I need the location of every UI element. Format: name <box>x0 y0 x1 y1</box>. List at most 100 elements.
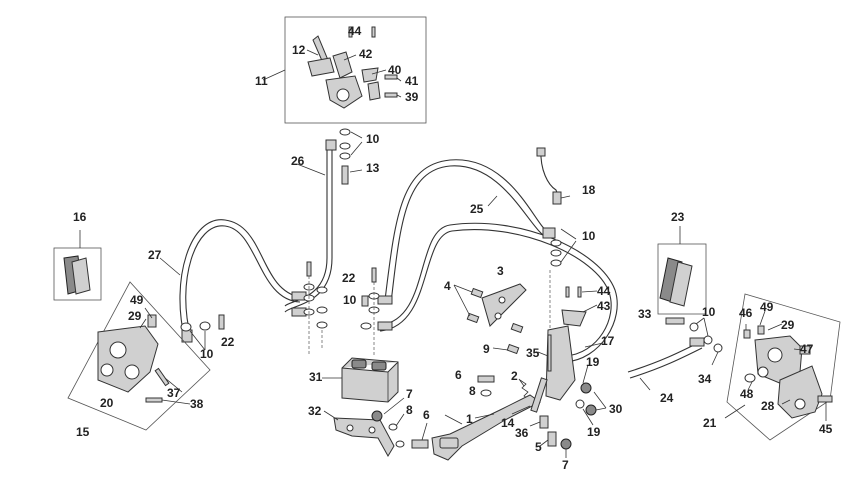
callout-44b: 44 <box>597 284 611 298</box>
bolt-4a <box>470 287 484 299</box>
lever-pivot-block <box>307 57 335 77</box>
leader-11 <box>262 69 286 81</box>
pads-frame-16 <box>53 247 102 301</box>
callout-36: 36 <box>515 426 529 440</box>
callout-10c: 10 <box>343 293 357 307</box>
callout-6b: 6 <box>455 368 462 382</box>
bolt-22a <box>218 314 225 330</box>
callout-15: 15 <box>76 425 90 439</box>
hose-26 <box>284 150 328 307</box>
front-master-cylinder-assembly <box>262 16 427 124</box>
callout-14: 14 <box>501 416 515 430</box>
callout-23: 23 <box>671 210 685 224</box>
rear-caliper-frame <box>726 293 841 441</box>
rear-washers <box>550 195 577 267</box>
callout-45: 45 <box>819 422 833 436</box>
nut-7a <box>371 410 383 422</box>
screw-44d <box>577 286 582 298</box>
callout-38: 38 <box>190 397 204 411</box>
caliper-bracket-28 <box>777 365 823 419</box>
callout-29b: 29 <box>781 318 795 332</box>
front-brake-pads <box>53 230 102 301</box>
bolt-6b <box>477 375 495 383</box>
callout-10d: 10 <box>200 347 214 361</box>
callout-17: 17 <box>601 334 615 348</box>
callout-25: 25 <box>470 202 484 216</box>
banjo-port <box>336 88 350 102</box>
rod-35 <box>547 334 552 372</box>
pin-36 <box>539 415 549 429</box>
pin-46 <box>743 329 751 339</box>
callout-37: 37 <box>167 386 181 400</box>
callout-48: 48 <box>740 387 754 401</box>
master-cylinder-rear <box>545 325 576 401</box>
callout-26: 26 <box>291 154 305 168</box>
clamp-bracket <box>361 67 379 83</box>
callout-1: 1 <box>466 412 473 426</box>
rear-pads-frame <box>657 243 707 315</box>
bolt-39 <box>384 92 398 98</box>
heel-plate-3 <box>481 283 527 327</box>
callout-9: 9 <box>483 342 490 356</box>
callout-8b: 8 <box>469 384 476 398</box>
callout-2: 2 <box>511 369 518 383</box>
callout-10b: 10 <box>582 229 596 243</box>
brake-pedal-1 <box>431 394 541 461</box>
callout-3: 3 <box>497 264 504 278</box>
callout-24: 24 <box>660 391 674 405</box>
callout-19a: 19 <box>586 355 600 369</box>
screw-44c <box>565 286 570 298</box>
callout-40: 40 <box>388 63 402 77</box>
callout-20: 20 <box>100 396 114 410</box>
callout-30: 30 <box>609 402 623 416</box>
callout-22b: 22 <box>342 271 356 285</box>
washer-34 <box>713 343 723 353</box>
bolt-38 <box>145 397 163 403</box>
pushrod <box>530 377 548 413</box>
fitting-18 <box>552 191 562 205</box>
callout-29a: 29 <box>128 309 142 323</box>
caliper-body-20 <box>97 325 159 393</box>
abs-bracket <box>323 397 429 457</box>
washer-8b <box>480 389 492 397</box>
screw-44b <box>371 26 376 38</box>
hose-fittings <box>181 139 705 347</box>
reservoir-cap-43 <box>561 309 587 327</box>
washer-8a <box>388 423 398 431</box>
callout-47: 47 <box>800 342 814 356</box>
bracket-32 <box>333 417 395 457</box>
callout-32: 32 <box>308 404 322 418</box>
callout-39: 39 <box>405 90 419 104</box>
callout-12: 12 <box>292 43 306 57</box>
callout-11: 11 <box>255 74 268 88</box>
callout-5: 5 <box>535 440 542 454</box>
callout-13: 13 <box>366 161 380 175</box>
callout-41: 41 <box>405 74 419 88</box>
banjo-bolt-33 <box>665 317 685 325</box>
hose-27 <box>179 219 301 341</box>
clamp-half <box>367 81 381 101</box>
bleed-49 <box>757 325 765 335</box>
callout-49a: 49 <box>130 293 144 307</box>
hose-25 <box>384 159 549 301</box>
caliper-frame <box>67 281 211 431</box>
rear-brake-pads <box>657 226 707 315</box>
nut-7b <box>560 438 572 450</box>
callout-7a: 7 <box>406 387 413 401</box>
callout-31: 31 <box>309 370 323 384</box>
leader-lines <box>159 163 746 425</box>
callout-43: 43 <box>597 299 611 313</box>
reservoir-cover <box>332 51 353 79</box>
abs-bolts-washers <box>303 261 380 355</box>
callout-8a: 8 <box>406 403 413 417</box>
hose-17 <box>379 222 618 363</box>
callout-49b: 49 <box>760 300 774 314</box>
banjo-bolt-13 <box>341 165 349 185</box>
hose-24 <box>627 341 701 373</box>
callout-28: 28 <box>761 399 775 413</box>
callout-16: 16 <box>73 210 87 224</box>
bleed-valve-49 <box>147 314 157 328</box>
pin-5 <box>547 431 557 447</box>
abs-modulator <box>322 357 399 403</box>
